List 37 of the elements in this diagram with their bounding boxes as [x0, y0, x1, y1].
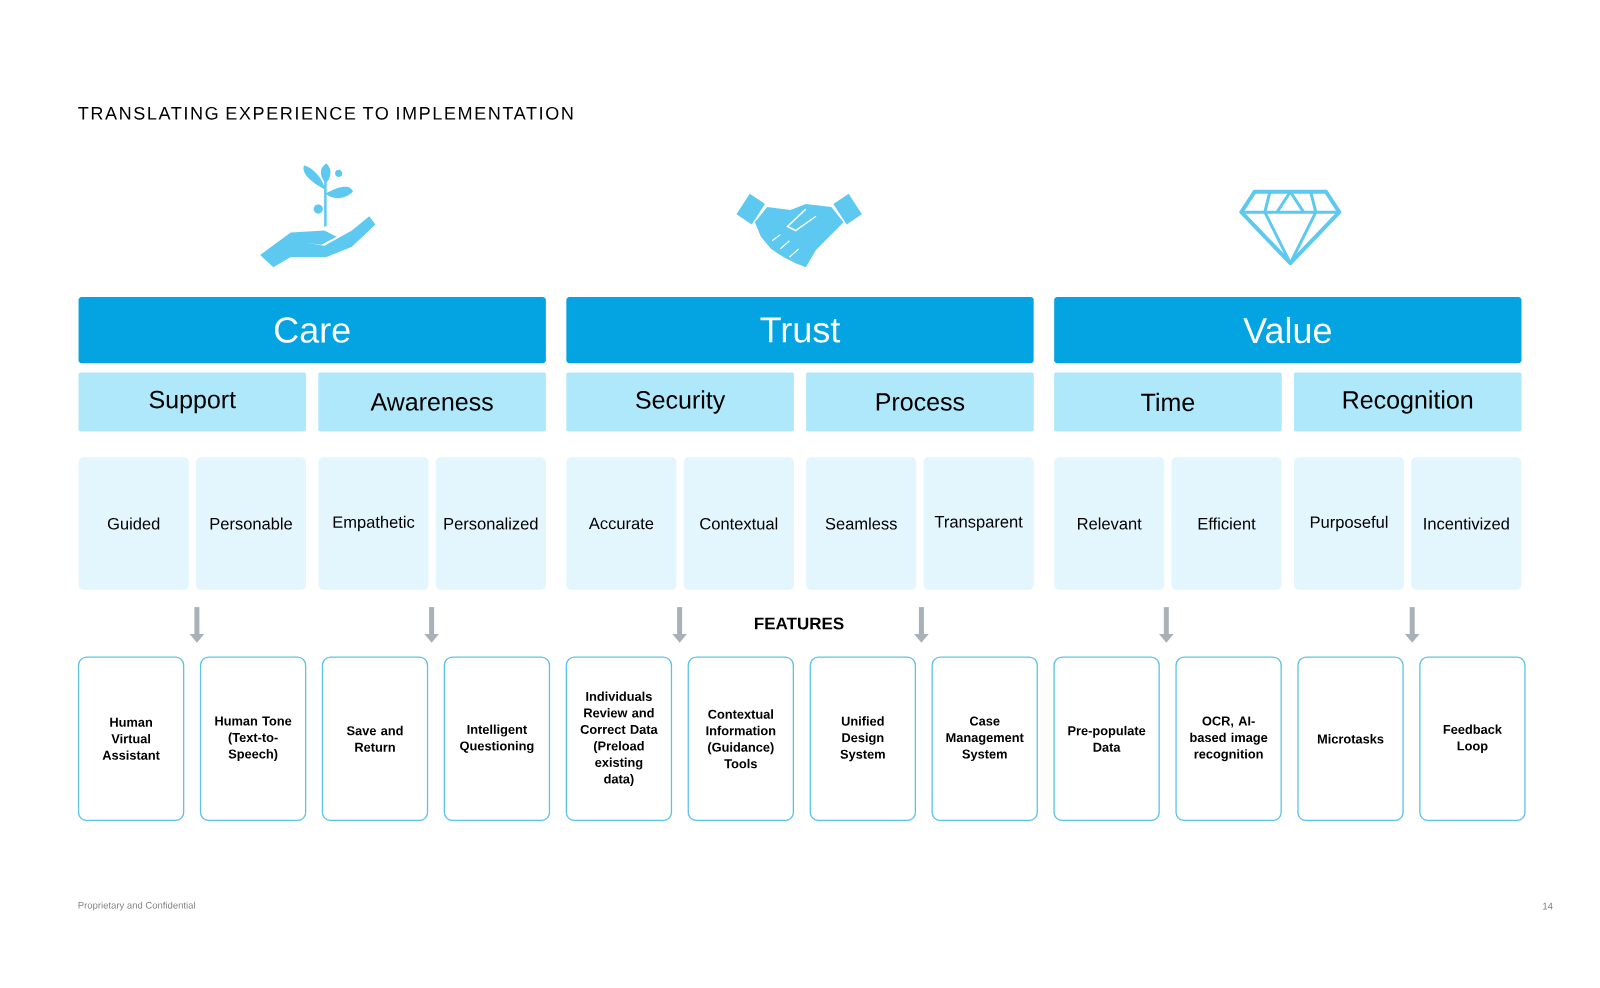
attribute-box: Contextual — [683, 457, 794, 590]
title: TRANSLATING EXPERIENCE TO IMPLEMENTATION — [78, 106, 573, 120]
footer-text: Proprietary and Confidential — [78, 901, 195, 911]
feature-box: Contextual Information (Guidance) Tools — [687, 656, 794, 822]
category-box: Recognition — [1293, 372, 1522, 432]
feature-box: Save and Return — [321, 656, 429, 822]
attribute-box: Personable — [195, 457, 307, 590]
feature-box: Human Virtual Assistant — [77, 656, 185, 822]
attribute-box: Seamless — [806, 457, 917, 590]
feature-box: Individuals Review and Correct Data (Preload existing data) — [565, 656, 673, 822]
feature-box: Unified Design System — [809, 656, 916, 822]
page-number: 14 — [1543, 902, 1553, 910]
attribute-box: Purposeful — [1293, 457, 1405, 590]
feature-box: Human Tone (Text-to-Speech) — [199, 656, 307, 822]
category-box: Awareness — [318, 372, 546, 432]
attribute-box: Relevant — [1054, 457, 1165, 590]
header-box: Value — [1054, 296, 1522, 364]
feature-box: OCR, AI-based image recognition — [1175, 656, 1282, 822]
category-box: Support — [78, 372, 307, 432]
header-box: Care — [78, 296, 546, 364]
feature-box: Pre-populate Data — [1053, 656, 1160, 822]
category-box: Process — [806, 372, 1034, 432]
attribute-box: Accurate — [566, 457, 677, 590]
section-label: FEATURES — [755, 617, 844, 630]
attribute-box: Guided — [78, 457, 189, 590]
category-box: Time — [1054, 372, 1282, 432]
category-box: Security — [566, 372, 794, 432]
attribute-box: Incentivized — [1411, 457, 1522, 590]
feature-box: Case Management System — [931, 656, 1038, 822]
attribute-box: Personalized — [435, 457, 546, 590]
attribute-box: Efficient — [1171, 457, 1282, 590]
feature-box: Microtasks — [1297, 656, 1404, 822]
feature-box: Feedback Loop — [1419, 656, 1526, 822]
attribute-box: Empathetic — [318, 457, 429, 590]
header-box: Trust — [566, 296, 1034, 364]
feature-box: Intelligent Questioning — [443, 656, 551, 822]
attribute-box: Transparent — [923, 457, 1034, 590]
